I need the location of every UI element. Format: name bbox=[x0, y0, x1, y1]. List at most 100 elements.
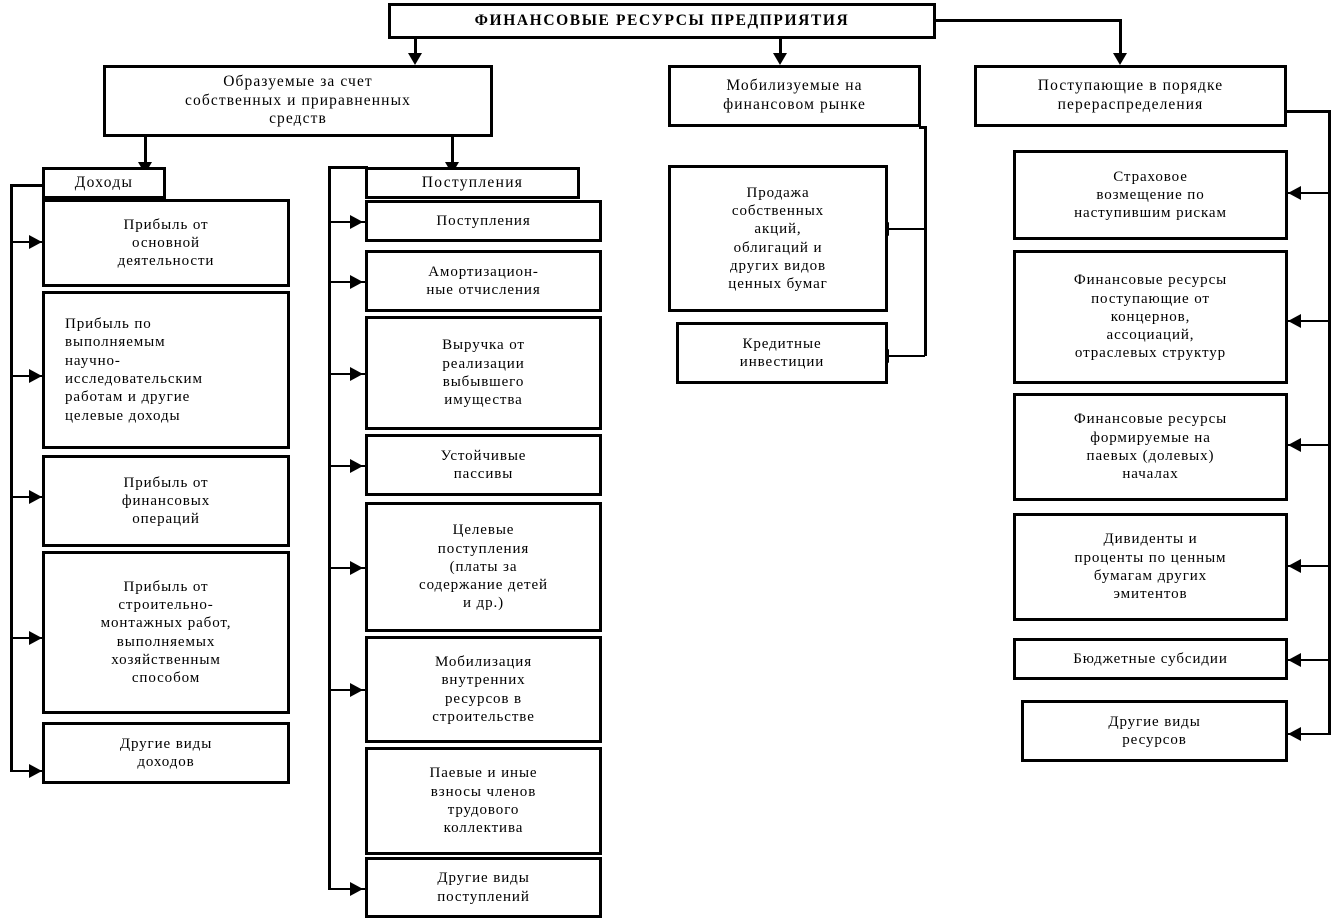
node-incomes-2: Прибыль от финансовых операций bbox=[42, 455, 290, 547]
connector-own-to-incomes bbox=[144, 137, 147, 164]
node-receipts-1-label: Амортизацион- ные отчисления bbox=[426, 263, 541, 298]
connector-incomes-4 bbox=[10, 770, 44, 772]
arrowhead-title-to-redistributed bbox=[1113, 53, 1127, 65]
connector-market-branch-top bbox=[919, 126, 927, 129]
connector-market-item-0 bbox=[888, 228, 925, 230]
arrowhead-receipts-0 bbox=[350, 215, 363, 229]
connector-incomes-0 bbox=[10, 241, 44, 243]
group-header-incomes-label: Доходы bbox=[74, 173, 134, 191]
node-receipts-0: Поступления bbox=[365, 200, 602, 242]
node-receipts-5-label: Мобилизация внутренних ресурсов в строит… bbox=[432, 653, 535, 725]
category-label-market: Мобилизуемые на финансовом рынке bbox=[723, 77, 866, 113]
node-redistributed-4: Бюджетные субсидии bbox=[1013, 638, 1288, 680]
node-redistributed-0: Страховое возмещение по наступившим риск… bbox=[1013, 150, 1288, 240]
connector-redistributed-branch-top bbox=[1285, 110, 1331, 113]
group-header-incomes: Доходы bbox=[42, 167, 166, 199]
category-box-redistributed: Поступающие в порядке перераспределения bbox=[974, 65, 1287, 127]
node-redistributed-2-label: Финансовые ресурсы формируемые на паевых… bbox=[1073, 411, 1228, 483]
spine-redistributed bbox=[1328, 110, 1331, 735]
connector-receipts-0 bbox=[328, 221, 368, 223]
node-receipts-7-label: Другие виды поступлений bbox=[437, 870, 530, 905]
category-box-market: Мобилизуемые на финансовом рынке bbox=[668, 65, 921, 127]
node-receipts-2: Выручка от реализации выбывшего имуществ… bbox=[365, 316, 602, 430]
category-label-own: Образуемые за счет собственных и приравн… bbox=[185, 72, 411, 128]
connector-receipts-5 bbox=[328, 689, 368, 691]
node-incomes-0: Прибыль от основной деятельности bbox=[42, 199, 290, 287]
arrowhead-title-to-own bbox=[408, 53, 422, 65]
node-market-0: Продажа собственных акций, облигаций и д… bbox=[668, 165, 888, 312]
connector-incomes-spine-top bbox=[10, 184, 44, 187]
node-redistributed-3: Дивиденты и проценты по ценным бумагам д… bbox=[1013, 513, 1288, 621]
node-receipts-4: Целевые поступления (платы за содержание… bbox=[365, 502, 602, 632]
node-receipts-7: Другие виды поступлений bbox=[365, 857, 602, 918]
connector-receipts-3 bbox=[328, 465, 368, 467]
group-header-receipts: Поступления bbox=[365, 167, 580, 199]
node-redistributed-2: Финансовые ресурсы формируемые на паевых… bbox=[1013, 393, 1288, 501]
connector-title-to-market bbox=[779, 39, 782, 55]
node-incomes-4: Другие виды доходов bbox=[42, 722, 290, 784]
connector-incomes-3 bbox=[10, 637, 44, 639]
node-redistributed-4-label: Бюджетные субсидии bbox=[1073, 650, 1228, 667]
connector-title-to-own bbox=[414, 39, 417, 55]
connector-redistributed-5 bbox=[1288, 733, 1330, 735]
arrowhead-receipts-2 bbox=[350, 367, 363, 381]
node-receipts-0-label: Поступления bbox=[436, 212, 531, 229]
node-incomes-4-label: Другие виды доходов bbox=[119, 735, 213, 770]
spine-incomes bbox=[10, 184, 13, 772]
node-receipts-6: Паевые и иные взносы членов трудового ко… bbox=[365, 747, 602, 855]
category-label-redistributed: Поступающие в порядке перераспределения bbox=[1037, 77, 1224, 113]
node-market-0-label: Продажа собственных акций, облигаций и д… bbox=[728, 184, 828, 293]
node-redistributed-3-label: Дивиденты и проценты по ценным бумагам д… bbox=[1074, 531, 1227, 603]
arrowhead-incomes-1 bbox=[29, 369, 42, 383]
arrowhead-incomes-3 bbox=[29, 631, 42, 645]
node-redistributed-0-label: Страховое возмещение по наступившим риск… bbox=[1074, 168, 1227, 222]
connector-redistributed-4 bbox=[1288, 659, 1330, 661]
node-incomes-1-label: Прибыль по выполняемым научно- исследова… bbox=[65, 316, 203, 424]
node-redistributed-5: Другие виды ресурсов bbox=[1021, 700, 1288, 762]
connector-receipts-7 bbox=[328, 888, 368, 890]
connector-title-to-redistributed-horizontal bbox=[936, 19, 1122, 22]
arrowhead-incomes-0 bbox=[29, 235, 42, 249]
diagram-title-box: ФИНАНСОВЫЕ РЕСУРСЫ ПРЕДПРИЯТИЯ bbox=[388, 3, 936, 39]
arrowhead-title-to-market bbox=[773, 53, 787, 65]
arrowhead-receipts-5 bbox=[350, 683, 363, 697]
spine-receipts bbox=[328, 166, 331, 890]
node-incomes-0-label: Прибыль от основной деятельности bbox=[117, 216, 215, 270]
arrowhead-redistributed-4 bbox=[1288, 653, 1301, 667]
node-receipts-3-label: Устойчивые пассивы bbox=[440, 447, 527, 482]
connector-title-to-redistributed-vertical bbox=[1119, 19, 1122, 55]
node-incomes-3-label: Прибыль от строительно- монтажных работ,… bbox=[100, 578, 232, 687]
node-redistributed-1: Финансовые ресурсы поступающие от концер… bbox=[1013, 250, 1288, 384]
node-receipts-5: Мобилизация внутренних ресурсов в строит… bbox=[365, 636, 602, 743]
node-redistributed-1-label: Финансовые ресурсы поступающие от концер… bbox=[1073, 272, 1228, 362]
category-box-own: Образуемые за счет собственных и приравн… bbox=[103, 65, 493, 137]
node-incomes-2-label: Прибыль от финансовых операций bbox=[121, 474, 211, 528]
node-receipts-1: Амортизацион- ные отчисления bbox=[365, 250, 602, 312]
connector-own-to-receipts bbox=[451, 137, 454, 164]
arrowhead-redistributed-0 bbox=[1288, 186, 1301, 200]
connector-incomes-1 bbox=[10, 375, 44, 377]
node-incomes-1: Прибыль по выполняемым научно- исследова… bbox=[42, 291, 290, 449]
connector-redistributed-3 bbox=[1288, 565, 1330, 567]
connector-redistributed-0 bbox=[1288, 192, 1330, 194]
node-incomes-3: Прибыль от строительно- монтажных работ,… bbox=[42, 551, 290, 714]
arrowhead-redistributed-1 bbox=[1288, 314, 1301, 328]
arrowhead-receipts-7 bbox=[350, 882, 363, 896]
arrowhead-redistributed-3 bbox=[1288, 559, 1301, 573]
node-redistributed-5-label: Другие виды ресурсов bbox=[1108, 713, 1201, 748]
arrowhead-redistributed-5 bbox=[1288, 727, 1301, 741]
node-market-1-label: Кредитные инвестиции bbox=[739, 335, 825, 370]
connector-incomes-2 bbox=[10, 496, 44, 498]
spine-market bbox=[924, 126, 927, 356]
arrowhead-receipts-3 bbox=[350, 459, 363, 473]
arrowhead-receipts-1 bbox=[350, 275, 363, 289]
arrowhead-incomes-4 bbox=[29, 764, 42, 778]
arrowhead-redistributed-2 bbox=[1288, 438, 1301, 452]
arrowhead-receipts-4 bbox=[350, 561, 363, 575]
group-header-receipts-label: Поступления bbox=[421, 173, 524, 191]
connector-redistributed-1 bbox=[1288, 320, 1330, 322]
node-receipts-4-label: Целевые поступления (платы за содержание… bbox=[419, 522, 548, 612]
node-market-1: Кредитные инвестиции bbox=[676, 322, 888, 384]
node-receipts-6-label: Паевые и иные взносы членов трудового ко… bbox=[429, 765, 538, 837]
